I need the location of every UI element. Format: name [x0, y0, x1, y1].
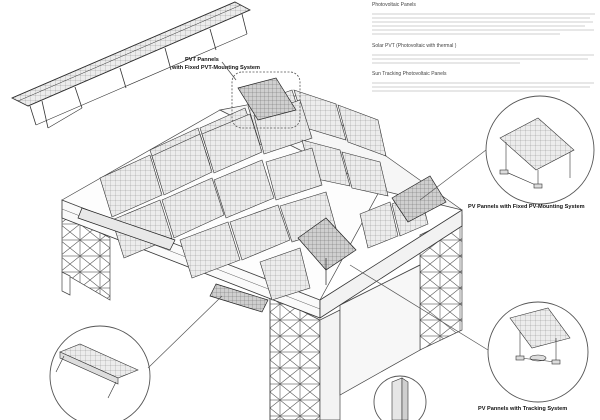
- right-truss-wall: [339, 214, 463, 396]
- pv-fixed-label: PV Pannels with Fixed PV-Mounting System: [468, 204, 585, 210]
- pvt-mounting-rack: [11, 1, 251, 129]
- paragraph-lines-3: [372, 82, 594, 92]
- callout-tracking-pv: PV Pannels with Tracking System: [349, 264, 589, 412]
- pvt-label-line1: PVT Pannels: [185, 57, 219, 63]
- pvt-panel-eave: [77, 207, 269, 313]
- heading-solar-pvt: Solar PVT (Photovoltaic with thermal ): [372, 43, 457, 49]
- left-truss-wall: [61, 211, 111, 301]
- front-right-pillar: [319, 309, 341, 420]
- callout-fixed-pv: PV Pannels with Fixed PV-Mounting System: [419, 95, 595, 210]
- tracking-panel-right: [391, 175, 447, 223]
- pvt-label-line2: with Fixed PVT-Mounting System: [171, 65, 260, 71]
- paragraph-lines-2: [372, 54, 594, 64]
- callout-column-detail: [373, 375, 427, 420]
- heading-photovoltaic-panels: Photovoltaic Panels: [372, 2, 416, 8]
- pvt-panel-roof: [237, 77, 297, 121]
- description-text-block: Photovoltaic Panels Solar PVT (Photovolt…: [372, 2, 595, 92]
- tracking-panel-center: [297, 217, 357, 285]
- paragraph-lines-1: [372, 13, 595, 35]
- callout-pvt-panel-detail: [49, 295, 223, 420]
- right-beam: [319, 209, 463, 319]
- callout-pvt-roof: [221, 61, 301, 129]
- heading-sun-tracking: Sun Tracking Photovoltaic Panels: [372, 71, 447, 77]
- pv-tracking-label: PV Pannels with Tracking System: [478, 406, 567, 412]
